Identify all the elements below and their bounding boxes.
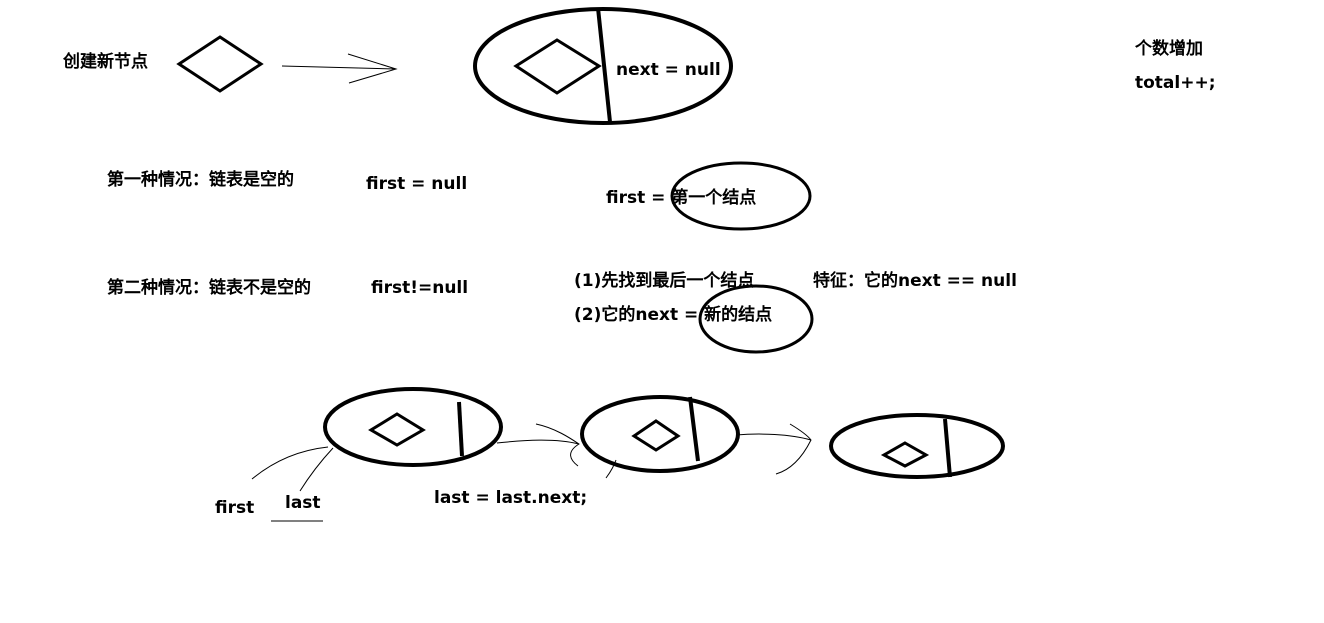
chain-node-3-diamond <box>880 441 930 468</box>
case2-label: 第二种情况：链表不是空的 <box>107 277 311 298</box>
chain-node-2 <box>580 395 740 473</box>
first-pointer-label: first <box>215 498 254 518</box>
count-increase-label: 个数增加 <box>1134 38 1203 59</box>
case1-label: 第一种情况：链表是空的 <box>107 169 294 190</box>
case2-condition: first!=null <box>371 278 468 298</box>
create-node-label: 创建新节点 <box>62 51 148 72</box>
first-pointer-line <box>251 446 329 480</box>
last-pointer-line <box>299 447 334 492</box>
chain-node-1 <box>323 387 503 467</box>
case1-condition: first = null <box>366 174 467 194</box>
chain-node-1-divider <box>457 401 464 457</box>
total-increment-label: total++; <box>1135 73 1216 93</box>
case1-action: first = 第一个结点 <box>606 187 756 208</box>
node-big-divider <box>596 7 612 123</box>
traverse-hook <box>605 459 617 479</box>
chain-node-2-divider <box>688 396 700 462</box>
new-node-diamond <box>176 35 264 93</box>
chain-node-1-diamond <box>368 412 426 447</box>
create-arrow <box>281 53 398 84</box>
chain-arrow-2-to-3 <box>735 423 812 475</box>
chain-node-3 <box>829 413 1005 479</box>
case2-new-node-circle <box>698 284 814 354</box>
case2-feature: 特征：它的next == null <box>813 270 1017 291</box>
case2-step1: (1)先找到最后一个结点 <box>574 270 754 291</box>
chain-arrow-1-to-2 <box>496 423 580 467</box>
chain-node-3-divider <box>943 418 952 478</box>
traverse-statement: last = last.next; <box>434 488 587 508</box>
case1-first-node-circle <box>670 161 812 231</box>
node-big-data-diamond <box>513 38 602 95</box>
case2-step2: (2)它的next = 新的结点 <box>574 304 772 325</box>
last-pointer-label: last <box>285 493 321 513</box>
node-next-label: next = null <box>616 60 721 80</box>
node-big-ellipse <box>473 7 733 125</box>
chain-node-2-diamond <box>631 419 681 452</box>
